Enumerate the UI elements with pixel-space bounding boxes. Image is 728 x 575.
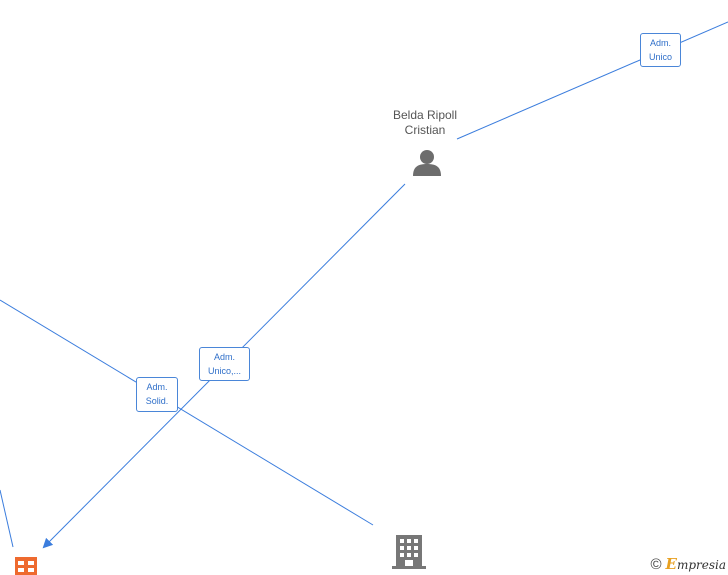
empresia-logo: Empresia — [665, 555, 727, 573]
edge-label-top-right-line1: Adm. — [649, 38, 671, 48]
edge-left-to-building — [0, 299, 374, 526]
person-name-line2: Cristian — [404, 123, 446, 137]
edge-label-top-right-line2: Unico — [648, 52, 672, 62]
edge-label-person-to-company[interactable]: Adm. Unico,... — [199, 347, 250, 381]
copyright-symbol: © — [650, 556, 662, 573]
edge-label-left-to-building[interactable]: Adm. Solid. — [136, 377, 178, 412]
edge-label-left-to-building-line2: Solid. — [145, 396, 169, 406]
empresia-logo-initial: E — [665, 555, 677, 573]
edge-label-top-right[interactable]: Adm. Unico — [640, 33, 681, 67]
building-icon[interactable] — [392, 535, 426, 569]
person-name-label: Belda Ripoll Cristian — [375, 108, 475, 138]
person-name-line1: Belda Ripoll — [392, 108, 458, 122]
empresia-logo-rest: mpresia — [676, 558, 726, 572]
edge-label-person-to-company-line2: Unico,... — [207, 366, 241, 376]
empresia-watermark: ©Empresia — [650, 555, 726, 573]
edge-label-left-to-building-line1: Adm. — [146, 382, 168, 392]
edge-bottom-left — [0, 489, 14, 548]
company-icon[interactable] — [15, 557, 37, 575]
edge-label-person-to-company-line1: Adm. — [213, 352, 235, 362]
edge-top-right — [456, 21, 728, 140]
person-icon[interactable] — [413, 150, 441, 176]
